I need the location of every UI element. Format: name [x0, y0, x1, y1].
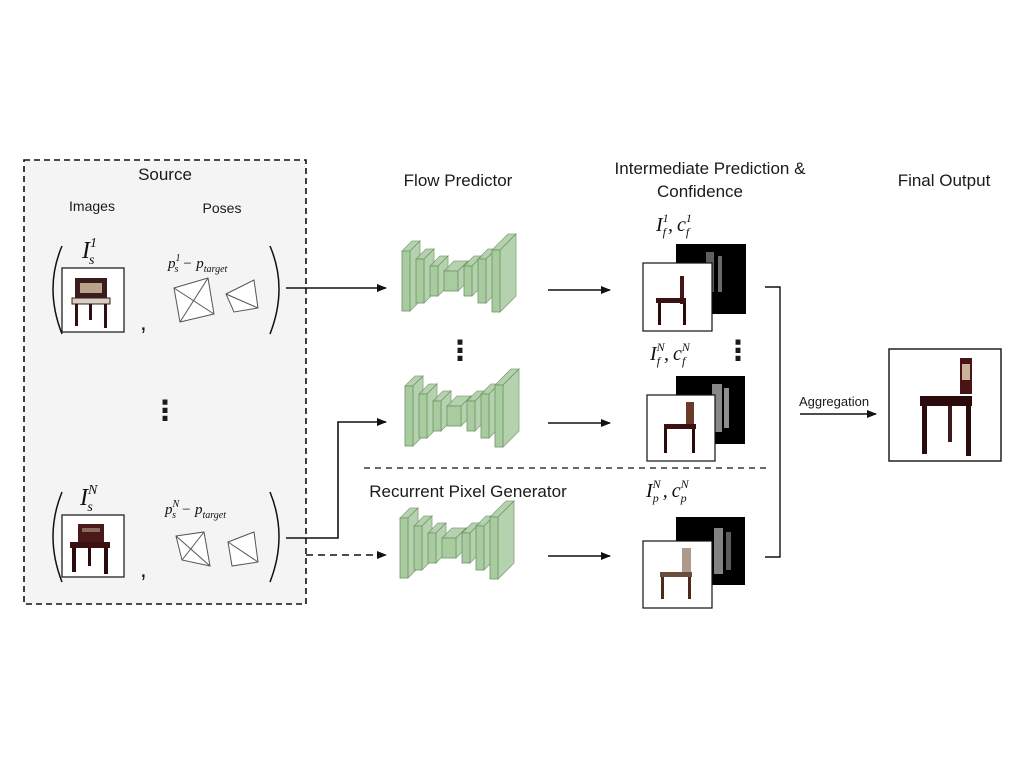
left-paren	[52, 245, 63, 335]
images-column-label: Images	[69, 198, 115, 214]
comma: ,	[140, 556, 147, 583]
prediction-ellipsis: ⋮	[724, 335, 752, 366]
source-connectors	[286, 284, 387, 559]
flow-network-1	[401, 233, 517, 313]
pixel-generator-title: Recurrent Pixel Generator	[369, 482, 567, 501]
comma: ,	[140, 309, 147, 336]
camera-pose-icon	[175, 531, 259, 567]
prediction-pair-pixel	[642, 517, 745, 609]
network-layer-7	[491, 233, 517, 313]
source-title: Source	[138, 165, 192, 184]
chair-icon	[70, 524, 110, 574]
intermediate-title-line1: Intermediate Prediction &	[615, 159, 807, 178]
chair-icon	[660, 548, 692, 599]
intermediate-title-line2: Confidence	[657, 182, 743, 201]
aggregation-label: Aggregation	[799, 394, 869, 409]
network-layer-7	[489, 500, 515, 580]
right-paren	[269, 491, 280, 583]
left-paren	[52, 491, 63, 583]
pixel-generator-network	[399, 500, 515, 580]
predicted-image	[642, 262, 713, 332]
encoder-decoder-icon	[399, 500, 515, 580]
chair-icon	[664, 402, 696, 453]
predicted-image	[646, 394, 716, 462]
chair-icon	[920, 358, 972, 456]
poses-column-label: Poses	[203, 200, 242, 216]
arrow-sourceN-to-flow	[286, 418, 387, 539]
flow-predictor-title: Flow Predictor	[404, 171, 513, 190]
encoder-decoder-icon	[404, 368, 520, 448]
aggregation-bracket	[765, 286, 781, 558]
network-layer-7	[494, 368, 520, 448]
prediction-pair-1	[642, 244, 746, 332]
encoder-decoder-icon	[401, 233, 517, 313]
final-output-title: Final Output	[898, 171, 991, 190]
chair-icon	[71, 278, 111, 328]
camera-pose-icon	[173, 277, 259, 323]
chair-icon	[656, 276, 686, 325]
flow-ellipsis: ⋮	[446, 335, 474, 366]
flow-network-n	[404, 368, 520, 448]
source-ellipsis: ⋮	[151, 395, 179, 426]
prediction-pair-n	[646, 376, 745, 462]
right-paren	[269, 245, 280, 335]
